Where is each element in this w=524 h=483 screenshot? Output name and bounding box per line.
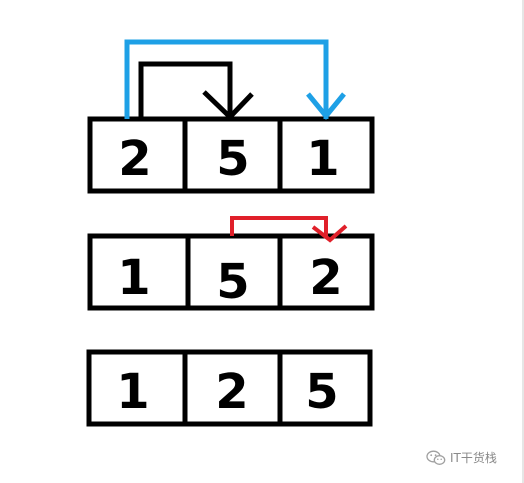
array-row-1-value-1: 2 [118, 131, 151, 187]
array-row-2-value-2: 5 [216, 254, 249, 310]
watermark-text: IT干货栈 [450, 451, 497, 465]
array-row-3-value-1: 1 [116, 364, 149, 420]
swap-arrow-blue [124, 39, 346, 120]
array-row-3-value-2: 2 [215, 364, 248, 420]
watermark: IT干货栈 [426, 449, 497, 466]
array-row-3-cell-1 [86, 349, 188, 427]
array-row-3-cell-2 [182, 349, 283, 427]
array-row-1: 2 5 1 [87, 116, 375, 194]
array-row-2-cell-3 [277, 233, 375, 311]
array-row-1-value-2: 5 [216, 131, 249, 187]
array-row-2-value-1: 1 [117, 250, 150, 306]
array-row-2: 1 5 2 [87, 233, 375, 311]
array-row-1-cell-2 [182, 116, 283, 194]
compare-arrow-black [138, 61, 254, 121]
array-row-2-cell-1 [87, 233, 191, 311]
array-row-3-value-3: 5 [305, 364, 338, 420]
page-edge-line [522, 0, 524, 483]
array-row-1-cell-1 [87, 116, 188, 194]
array-row-2-value-3: 2 [309, 250, 342, 306]
swap-arrow-red [230, 216, 348, 243]
array-row-1-value-3: 1 [306, 131, 339, 187]
array-row-3-cell-3 [277, 349, 373, 427]
array-row-3: 1 2 5 [86, 349, 373, 427]
wechat-icon [426, 450, 446, 465]
